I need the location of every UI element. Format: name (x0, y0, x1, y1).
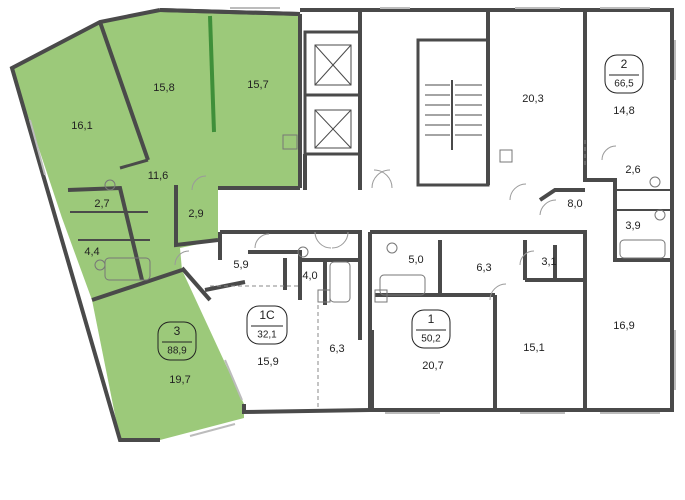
room-area-label: 6,3 (329, 343, 344, 355)
apartment-badge-1[interactable]: 1 50,2 (411, 309, 451, 349)
walls (9, 8, 674, 442)
outer-wall-left (9, 8, 161, 442)
apartment-number: 1 (428, 312, 435, 326)
room-area-label: 5,9 (233, 259, 248, 271)
room-area-label: 14,8 (613, 105, 634, 117)
room-area-label: 2,6 (625, 164, 640, 176)
room-area-label: 20,3 (522, 93, 543, 105)
door-swings (174, 145, 617, 301)
elevators (314, 44, 352, 149)
zone-separators (210, 140, 586, 410)
room-area-label: 19,7 (169, 374, 190, 386)
staircase (425, 80, 482, 150)
apartment-number: 1С (259, 308, 275, 322)
windows (29, 7, 676, 437)
room-area-label: 2,7 (94, 198, 109, 210)
room-area-label: 3,1 (541, 256, 556, 268)
room-area-label: 16,9 (613, 320, 634, 332)
apartment-number: 2 (621, 57, 628, 71)
room-area-label: 15,7 (247, 79, 268, 91)
room-area-label: 15,9 (257, 356, 278, 368)
room-labels: 16,1 15,8 15,7 11,6 2,7 2,9 4,4 19,7 20,… (71, 79, 640, 386)
room-area-label: 20,7 (422, 360, 443, 372)
room-area-label: 8,0 (567, 198, 582, 210)
room-area-label: 4,0 (302, 270, 317, 282)
apartment-3-highlight (12, 10, 300, 440)
apartment-badge-2[interactable]: 2 66,5 (604, 54, 644, 94)
apt3-lower-zone (92, 270, 244, 440)
apartment-number: 3 (174, 324, 181, 338)
room-area-label: 5,0 (408, 254, 423, 266)
room-area-label: 6,3 (476, 262, 491, 274)
outer-wall-bottom (242, 404, 371, 415)
apartment-total-area: 88,9 (167, 346, 187, 357)
apartment-total-area: 66,5 (614, 79, 634, 90)
room-area-label: 15,8 (153, 82, 174, 94)
apt3-upper-zone (12, 10, 300, 300)
room-area-label: 16,1 (71, 120, 92, 132)
room-area-label: 11,6 (148, 170, 169, 182)
room-area-label: 15,1 (523, 342, 544, 354)
apartment-total-area: 32,1 (257, 330, 277, 341)
room-area-label: 4,4 (84, 246, 99, 258)
apartment-badge-3[interactable]: 3 88,9 (157, 321, 197, 361)
room-area-label: 2,9 (188, 208, 203, 220)
apartment-badge-1c[interactable]: 1С 32,1 (246, 305, 288, 345)
room-area-label: 3,9 (625, 220, 640, 232)
apartment-total-area: 50,2 (421, 334, 441, 345)
bathroom-fixtures (94, 134, 666, 303)
